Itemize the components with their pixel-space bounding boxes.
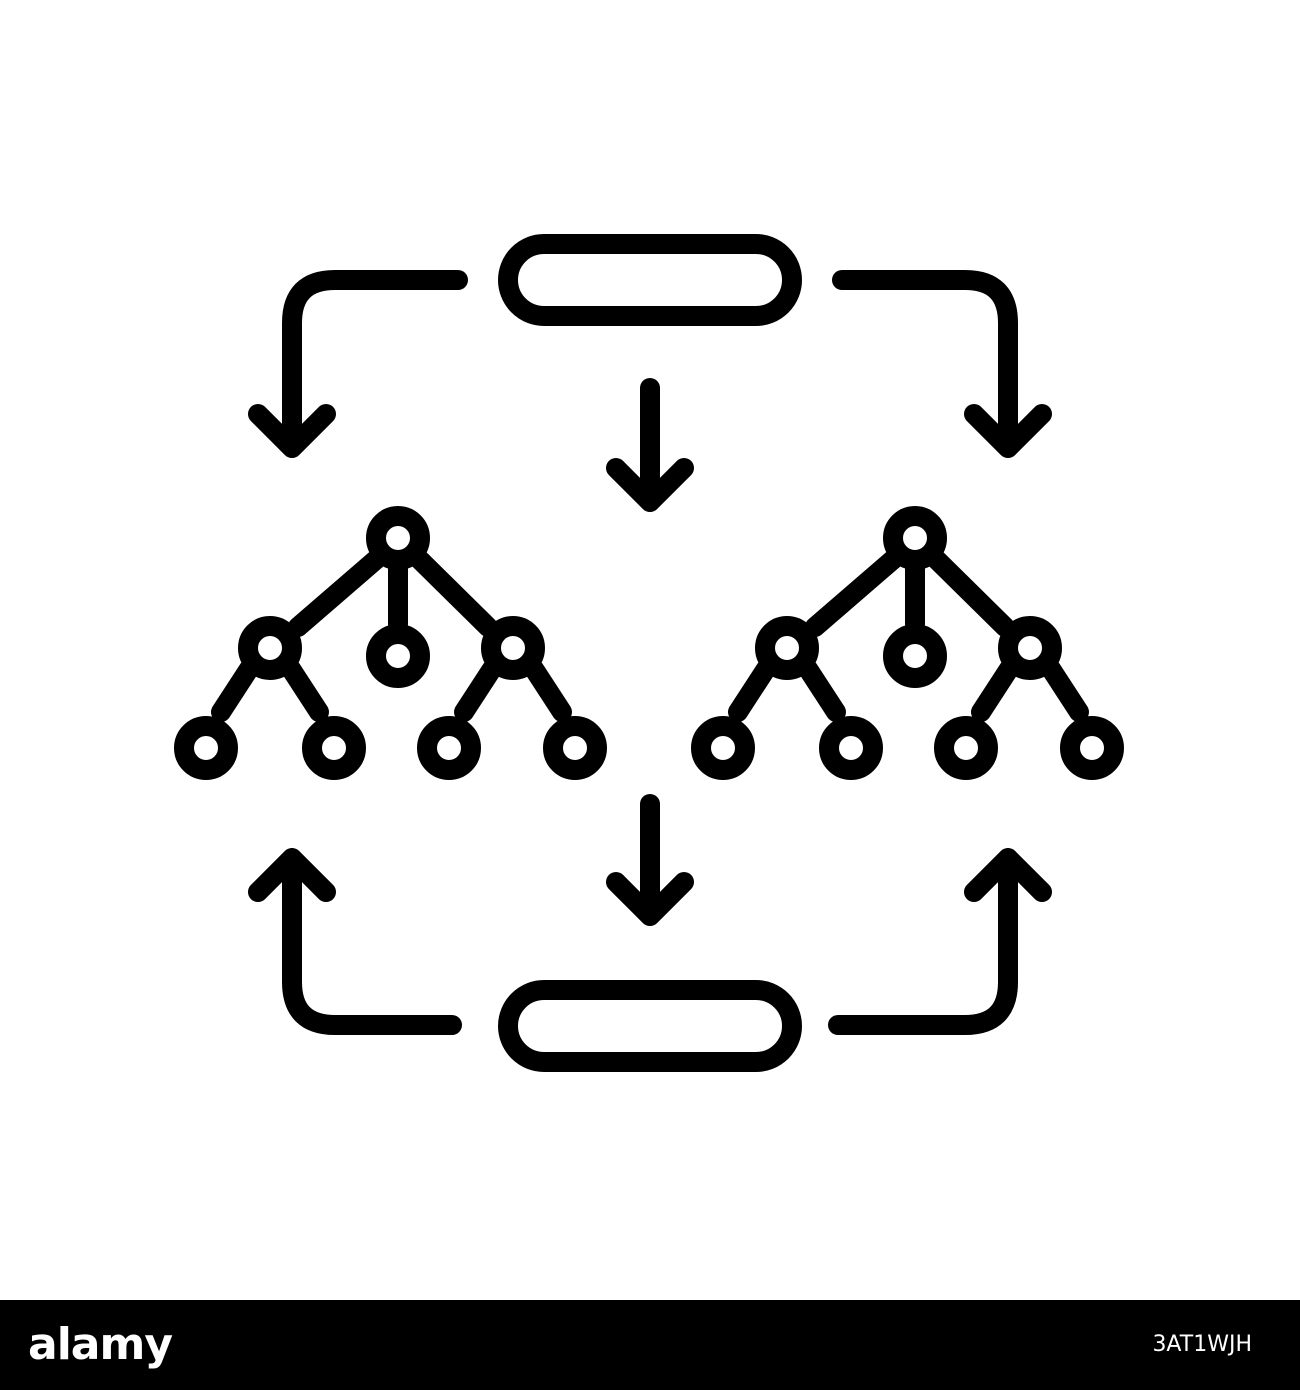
right-tree-leaf-node [691, 716, 755, 780]
image-id-label: 3AT1WJH [1152, 1332, 1252, 1357]
left-tree-level2-node [366, 624, 430, 688]
right-tree [691, 506, 1124, 780]
left-tree-leaf-node [417, 716, 481, 780]
left-tree-leaf-node [543, 716, 607, 780]
left-tree-level2-node [238, 616, 302, 680]
left-tree-root-node [366, 506, 430, 570]
icon-canvas [174, 234, 1124, 1072]
top-pill-shape [498, 234, 802, 326]
bottom-right-arrow-icon [828, 848, 1052, 1035]
brand-logo: alamy [28, 1319, 173, 1370]
center-top-down-arrow-icon [606, 378, 694, 512]
left-tree-level2-node [481, 616, 545, 680]
left-tree-edges [211, 547, 572, 722]
watermark-footer: alamy 3AT1WJH [0, 1300, 1300, 1390]
center-bottom-down-arrow-icon [606, 794, 694, 926]
bottom-left-arrow-icon [248, 848, 462, 1035]
left-tree-leaf-node [302, 716, 366, 780]
left-tree [174, 506, 607, 780]
right-tree-leaf-node [934, 716, 998, 780]
right-tree-edges [728, 547, 1089, 722]
right-tree-level2-node [883, 624, 947, 688]
top-right-arrow-icon [832, 270, 1052, 458]
right-tree-level2-node [755, 616, 819, 680]
bottom-pill-shape [498, 980, 802, 1072]
right-tree-leaf-node [1060, 716, 1124, 780]
right-tree-leaf-node [819, 716, 883, 780]
right-tree-root-node [883, 506, 947, 570]
left-tree-leaf-node [174, 716, 238, 780]
right-tree-level2-node [998, 616, 1062, 680]
top-left-arrow-icon [248, 270, 468, 458]
process-flow-hierarchy-icon [174, 234, 1124, 1072]
